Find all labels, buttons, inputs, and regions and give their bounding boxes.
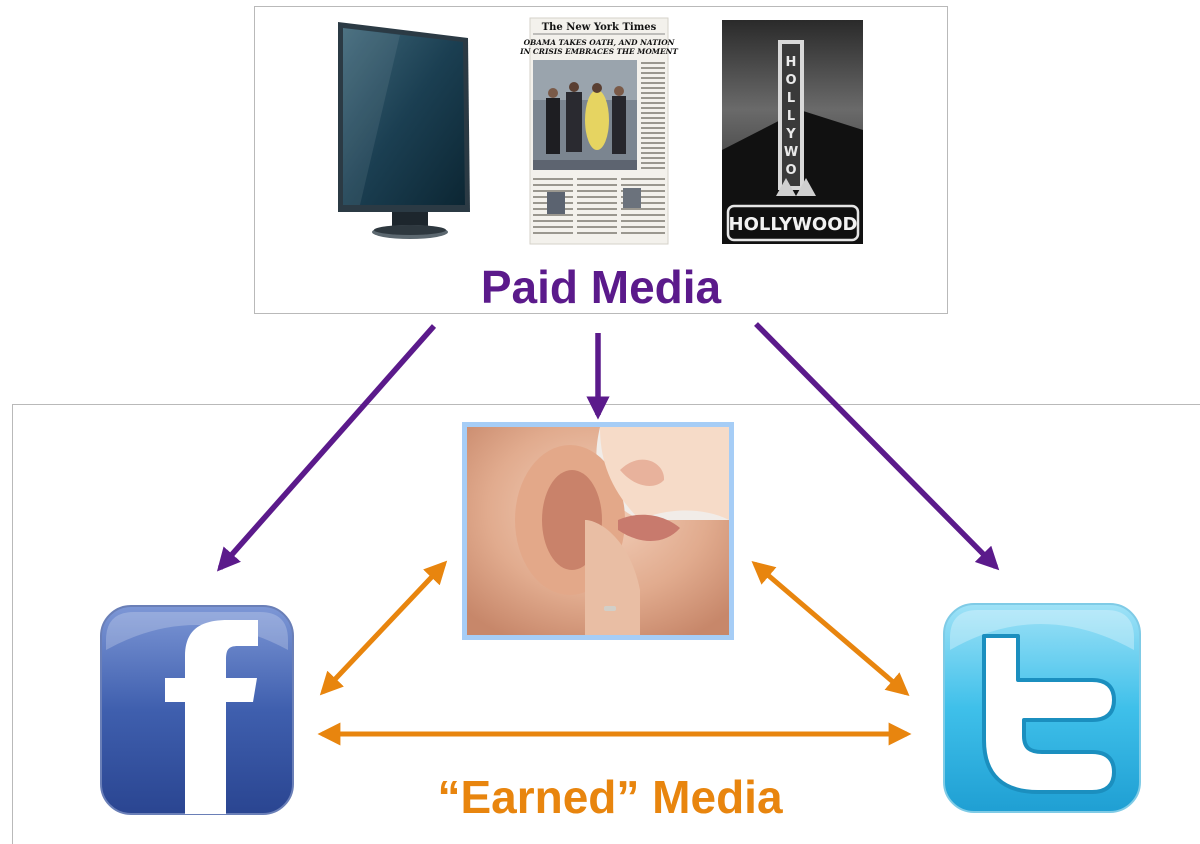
- svg-text:O: O: [785, 73, 796, 88]
- svg-text:H: H: [786, 55, 797, 70]
- svg-text:L: L: [787, 91, 795, 106]
- whisper-photo: [462, 422, 734, 640]
- paid-media-box: [254, 6, 948, 314]
- paid-media-label: Paid Media: [480, 261, 722, 313]
- svg-text:O: O: [785, 163, 796, 178]
- paid-to-facebook-arrow: [216, 324, 437, 572]
- whisper-twitter-arrow: [751, 561, 910, 696]
- svg-text:L: L: [787, 109, 795, 124]
- newspaper-image: The New York Times OBAMA TAKES OATH, AND…: [519, 17, 678, 245]
- svg-text:Y: Y: [785, 127, 796, 142]
- twitter-icon: [943, 603, 1141, 813]
- facebook-icon: [100, 605, 294, 815]
- newspaper-headline-line-1: OBAMA TAKES OATH, AND NATION: [524, 38, 675, 47]
- facebook-whisper-arrow: [319, 560, 448, 696]
- television-image: [336, 20, 472, 242]
- svg-text:W: W: [784, 145, 798, 160]
- earned-media-label: “Earned” Media: [437, 771, 783, 823]
- diagram-stage: The New York Times OBAMA TAKES OATH, AND…: [12, 6, 1200, 844]
- diagram-canvas: The New York Times OBAMA TAKES OATH, AND…: [100, 17, 1141, 815]
- hollywood-theater-image: H O L L Y W O HOLLYWOOD: [722, 20, 863, 244]
- paid-to-twitter-arrow: [754, 322, 1000, 571]
- newspaper-headline-line-2: IN CRISIS EMBRACES THE MOMENT: [519, 47, 678, 56]
- newspaper-masthead: The New York Times: [542, 22, 657, 33]
- hollywood-sign: HOLLYWOOD: [729, 214, 858, 235]
